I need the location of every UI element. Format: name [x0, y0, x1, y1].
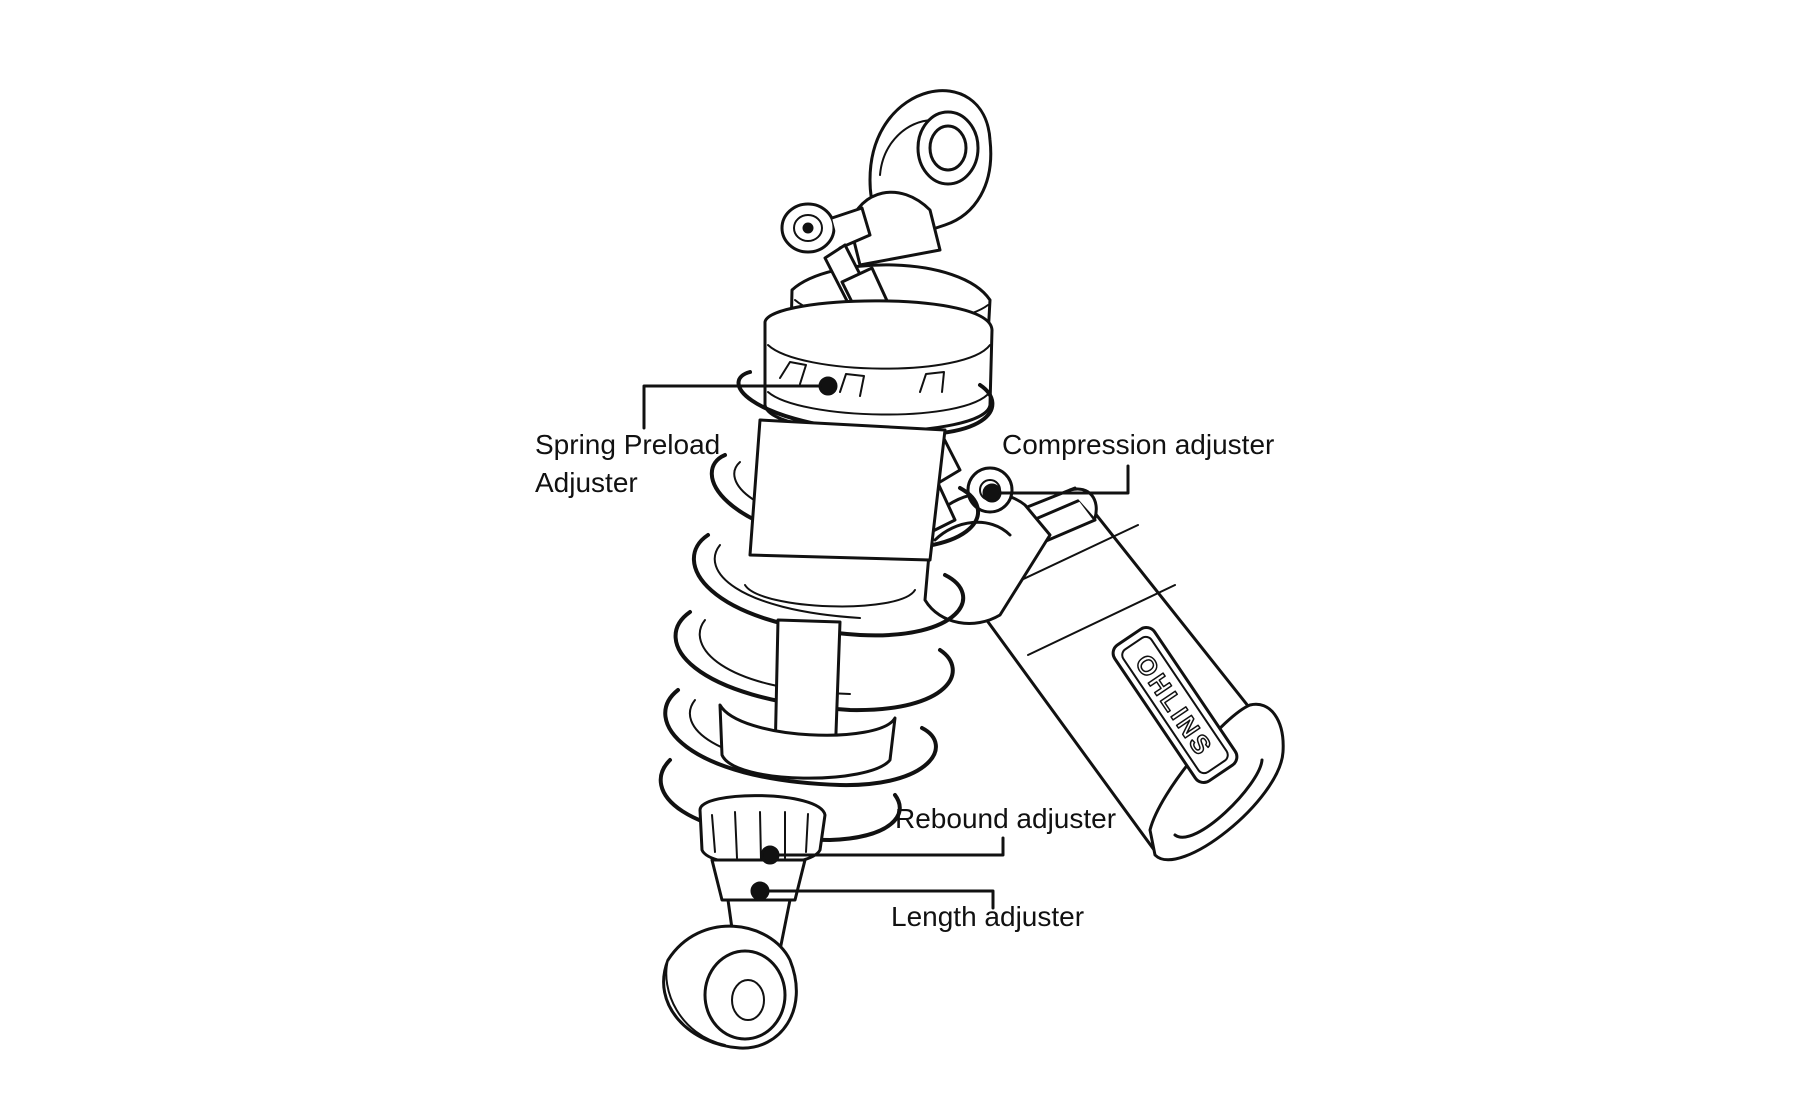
length-adjuster-label: Length adjuster — [891, 901, 1085, 932]
spring-preload-label: Spring Preload Adjuster — [535, 426, 720, 502]
preload-collar — [763, 299, 994, 433]
reservoir-connector — [923, 466, 1052, 625]
leader-rebound — [768, 836, 1005, 857]
dot-rebound — [760, 845, 780, 865]
rebound-adjuster-label: Rebound adjuster — [895, 803, 1117, 834]
leader-length — [758, 889, 995, 910]
damper-tube — [718, 418, 947, 780]
dot-compression — [982, 483, 1002, 503]
callout-leaders — [642, 376, 1130, 910]
spring-preload-label-line2: Adjuster — [535, 467, 638, 498]
dot-spring-preload — [818, 376, 838, 396]
dot-length — [750, 881, 770, 901]
compression-adjuster-label: Compression adjuster — [1002, 429, 1275, 460]
spring-preload-label-line1: Spring Preload — [535, 429, 721, 460]
leader-compression — [990, 464, 1130, 495]
bottom-eye-mount — [662, 924, 798, 1050]
leader-spring-preload — [642, 384, 830, 430]
top-eye-mount — [848, 89, 993, 267]
